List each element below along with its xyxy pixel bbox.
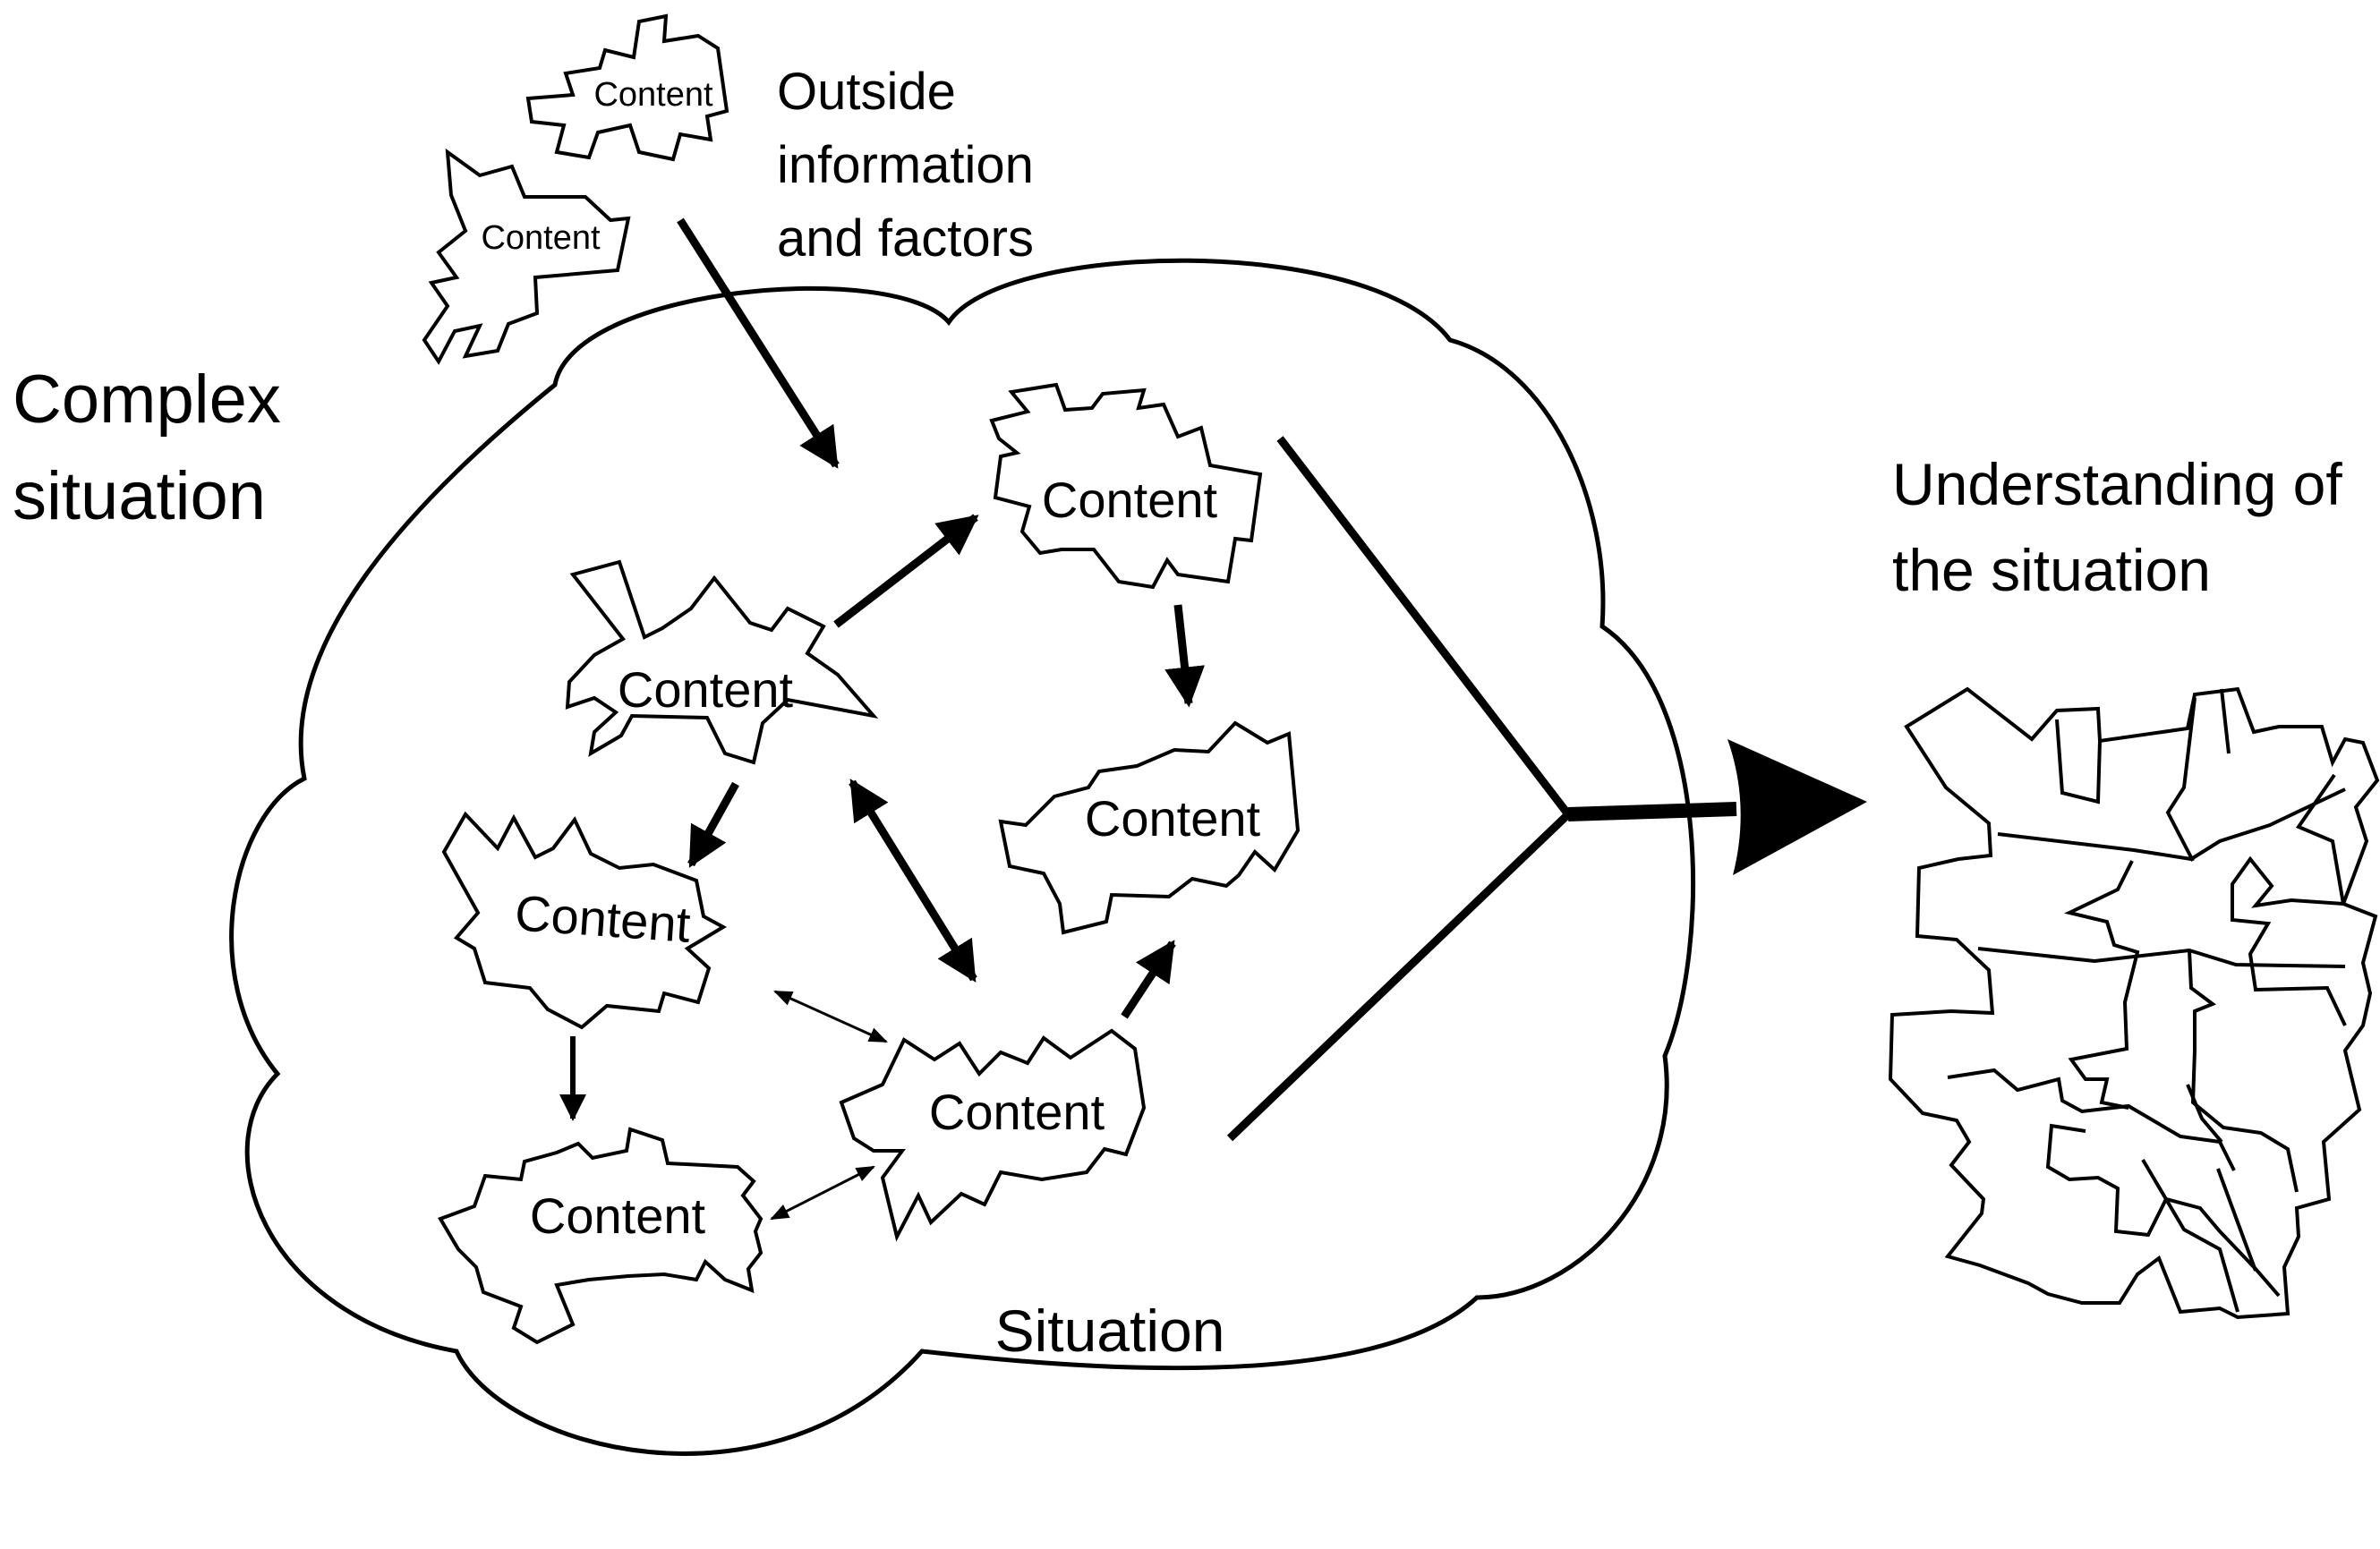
- content-piece-upper-left-label: Content: [618, 661, 794, 718]
- arrow-lowerleft-lowercenter-double: [770, 1165, 875, 1221]
- content-piece-middle-left: Content: [441, 811, 728, 1030]
- outside-piece-bottom: Content: [422, 148, 631, 365]
- arrow-middleleft-lowercenter-double: [773, 990, 888, 1043]
- content-piece-middle-right: Content: [998, 720, 1301, 935]
- assembled-puzzle-seam-12: [2216, 1168, 2257, 1272]
- outside-piece-top: Content: [525, 13, 729, 162]
- complex-situation-label-line1: Complex: [13, 362, 281, 438]
- content-piece-lower-center-label: Content: [929, 1084, 1105, 1140]
- arrow-upperleft-to-upperright: [833, 514, 979, 628]
- understanding-label-line1: Understanding of: [1892, 451, 2342, 517]
- complex-situation-label-line2: situation: [13, 458, 266, 534]
- outside-info-label-line3: and factors: [777, 209, 1034, 268]
- convergence-line-lower: [1226, 811, 1572, 1142]
- understanding-label-line2: the situation: [1892, 537, 2211, 603]
- content-piece-upper-right: Content: [989, 382, 1263, 590]
- outside-piece-bottom-label: Content: [481, 219, 601, 257]
- assembled-puzzle-seam-9: [1947, 1068, 2236, 1171]
- arrow-outside-to-situation: [677, 217, 840, 469]
- content-piece-middle-left-label: Content: [513, 884, 692, 953]
- content-piece-lower-left: Content: [438, 1127, 763, 1345]
- outside-piece-top-label: Content: [593, 76, 713, 114]
- assembled-puzzle-seam-7: [2064, 860, 2140, 1110]
- arrow-upperright-to-middleright: [1164, 604, 1205, 708]
- arrow-upperleft-to-middleleft: [687, 781, 739, 868]
- assembled-puzzle-seam-4: [2220, 688, 2231, 754]
- assembled-puzzle-seam-10: [2045, 1123, 2281, 1298]
- assembled-puzzle-seam-6: [1977, 947, 2346, 968]
- arrow-upperleft-lowercenter-double: [849, 779, 977, 983]
- content-piece-upper-left: Content: [565, 559, 879, 765]
- content-piece-upper-right-label: Content: [1042, 472, 1218, 528]
- content-piece-lower-center: Content: [839, 1028, 1147, 1242]
- assembled-puzzle-seam-5: [2231, 773, 2347, 1026]
- assembled-puzzle-outline: [1888, 686, 2380, 1320]
- convergence-line-upper: [1276, 436, 1572, 817]
- arrow-lowercenter-to-middleright: [1121, 940, 1176, 1019]
- content-piece-middle-right-label: Content: [1085, 790, 1261, 847]
- assembled-puzzle-seam-1: [1997, 787, 2346, 862]
- convergence-arrow: [1226, 436, 1867, 1142]
- connection-arrows: [559, 217, 1205, 1221]
- content-piece-lower-left-label: Content: [530, 1187, 706, 1244]
- outside-info-label-line2: information: [777, 136, 1034, 194]
- assembled-puzzle-seam-8: [2188, 949, 2299, 1193]
- assembled-puzzle-seam-3: [2165, 697, 2197, 862]
- assembled-puzzle-seam-13: [2186, 1084, 2223, 1144]
- outside-info-label-line1: Outside: [777, 63, 956, 121]
- assembled-puzzle-seam-2: [2055, 719, 2102, 804]
- big-arrow-head: [1727, 739, 1867, 875]
- assembled-puzzle-seam-11: [2141, 1158, 2239, 1313]
- situation-label: Situation: [995, 1298, 1225, 1364]
- big-arrow-shaft: [1567, 802, 1737, 821]
- assembled-puzzle: [1888, 686, 2380, 1320]
